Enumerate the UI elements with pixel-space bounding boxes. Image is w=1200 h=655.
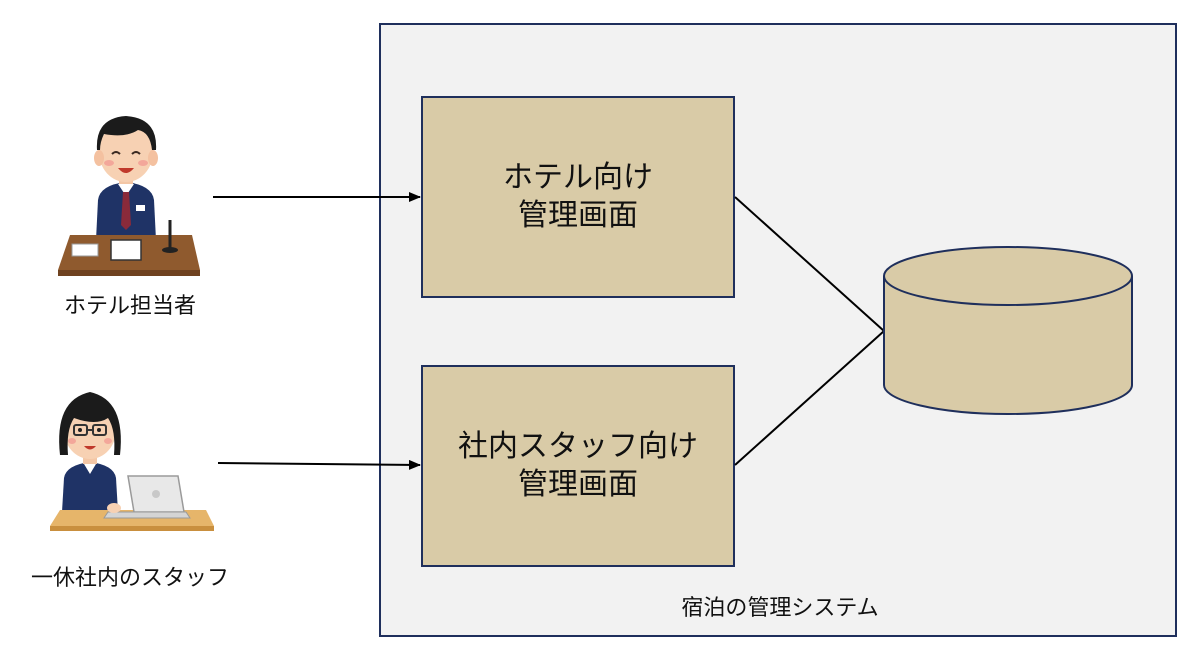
connector-staff-to-db: [734, 330, 885, 466]
connector-hotel-to-db: [734, 196, 885, 332]
system-label: 宿泊の管理システム: [681, 596, 879, 621]
office-staff-label: 一休社内のスタッフ: [30, 566, 229, 591]
staff-screen-line2: 管理画面: [518, 467, 638, 502]
hotel-screen-line2: 管理画面: [518, 198, 638, 233]
hotel-admin-screen-box: ホテル向け 管理画面: [421, 96, 735, 298]
arrow-staff-to-screen: [217, 459, 421, 470]
hotel-staff-label: ホテル担当者: [63, 294, 196, 319]
staff-admin-screen-box: 社内スタッフ向け 管理画面: [421, 365, 735, 567]
office-staff-illustration: [50, 392, 214, 531]
hotel-screen-line1: ホテル向け: [503, 160, 653, 195]
database-cylinder: [883, 246, 1133, 415]
hotel-staff-illustration: [58, 116, 200, 276]
staff-screen-line1: 社内スタッフ向け: [458, 429, 698, 464]
